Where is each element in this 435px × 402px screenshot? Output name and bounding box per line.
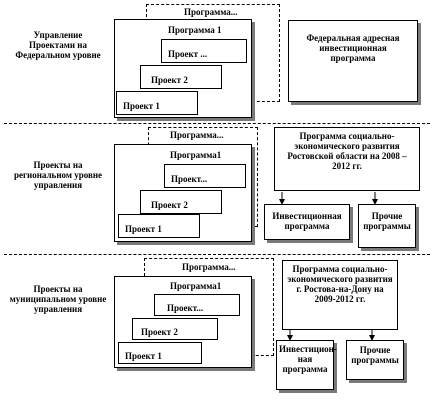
municipal-level-label: Проекты на муниципальном уровне управлен… <box>9 284 107 314</box>
regional-project-2-label: Проект 2 <box>151 200 188 210</box>
regional-program-inner-label: Программа1 <box>170 150 222 160</box>
municipal-project-box-3: Проект... <box>154 294 240 316</box>
federal-project-box-2: Проект 2 <box>140 65 222 89</box>
municipal-investment-program-box: Инвестицион-ная программа <box>276 340 337 390</box>
municipal-project-box-1: Проект 1 <box>118 342 202 364</box>
federal-project-3-label: Проект ... <box>168 49 208 59</box>
federal-project-box-1: Проект 1 <box>116 91 198 115</box>
regional-socioeconomic-program-box: Программа социально-экономического разви… <box>274 127 420 191</box>
federal-program-inner-label: Программа 1 <box>168 25 222 35</box>
municipal-other-programs-box: Прочие программы <box>346 340 404 380</box>
municipal-project-box-2: Проект 2 <box>132 318 218 340</box>
federal-project-box-3: Проект ... <box>161 39 247 63</box>
regional-project-box-3: Проект... <box>164 164 246 188</box>
regional-project-box-1: Проект 1 <box>118 214 200 238</box>
federal-project-1-label: Проект 1 <box>123 101 160 111</box>
level-separator-1 <box>4 123 430 124</box>
municipal-socioeconomic-program-box: Программа социально-экономического разви… <box>282 260 398 330</box>
regional-program-outer-label: Программа... <box>170 130 224 140</box>
federal-program-outer-label: Программа... <box>184 7 238 17</box>
municipal-project-1-label: Проект 1 <box>125 351 162 361</box>
level-separator-2 <box>4 254 430 255</box>
municipal-project-3-label: Проект... <box>167 303 204 313</box>
federal-project-2-label: Проект 2 <box>151 75 188 85</box>
municipal-program-outer-label: Программа... <box>182 262 236 272</box>
municipal-project-2-label: Проект 2 <box>141 327 178 337</box>
regional-other-programs-box: Прочие программы <box>358 204 416 248</box>
regional-project-3-label: Проект... <box>171 174 208 184</box>
regional-level-label: Проекты на региональном уровне управлени… <box>13 160 103 190</box>
regional-project-1-label: Проект 1 <box>125 224 162 234</box>
regional-investment-program-box: Инвестиционная программа <box>264 204 350 240</box>
municipal-program-inner-label: Программа1 <box>170 281 222 291</box>
regional-project-box-2: Проект 2 <box>140 190 222 214</box>
federal-level-label: Управление Проектами на Федеральном уров… <box>15 30 101 60</box>
federal-investment-program-box: Федеральная адресная инвестиционная прог… <box>288 20 418 102</box>
